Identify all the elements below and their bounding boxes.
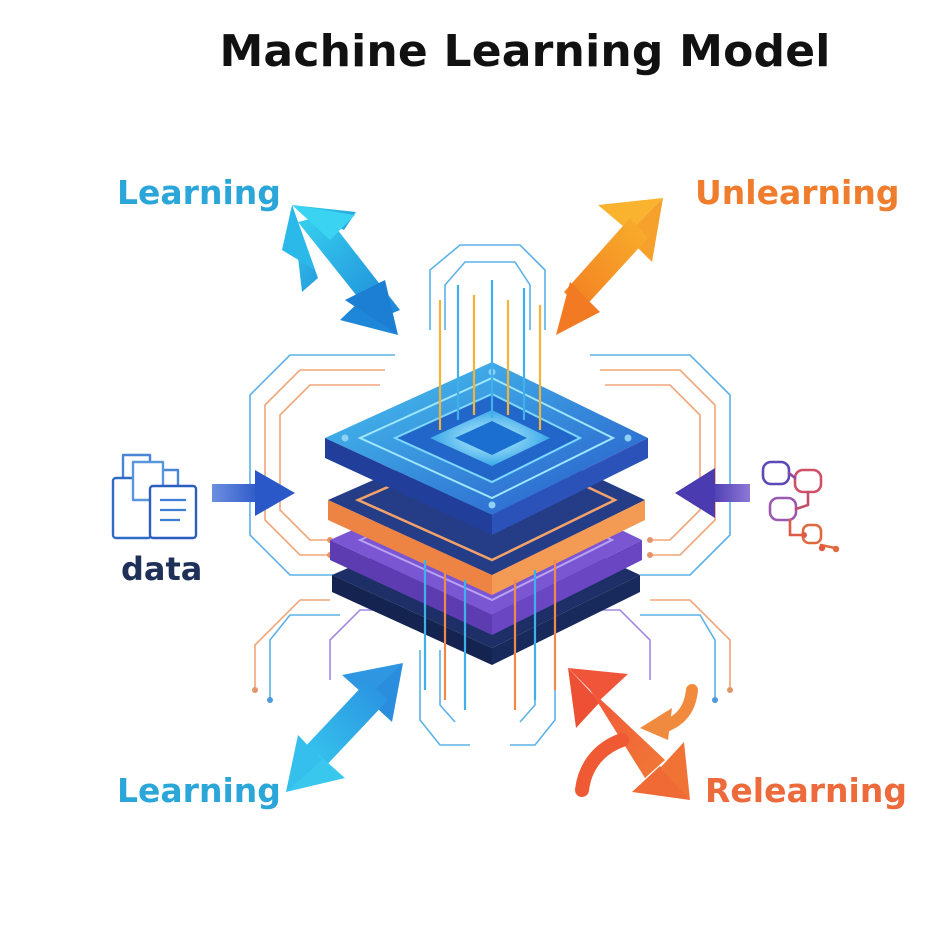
unlearning-label: Unlearning [695,173,900,212]
unlearning-arrow [556,198,663,335]
workflow-network-icon [761,460,840,553]
chip-stack-icon [325,280,648,710]
data-input-arrow [212,470,295,516]
relearning-arrows [568,668,698,800]
right-input-arrow [675,468,750,518]
learning-bottom-arrow [286,663,403,792]
learning-top-arrow [282,205,400,335]
data-label: data [121,550,203,588]
data-documents-icon [111,453,198,540]
learning-bottom-label: Learning [117,771,281,810]
diagram-title: Machine Learning Model [219,26,831,77]
learning-top-label: Learning [117,173,281,212]
relearning-label: Relearning [705,771,907,810]
